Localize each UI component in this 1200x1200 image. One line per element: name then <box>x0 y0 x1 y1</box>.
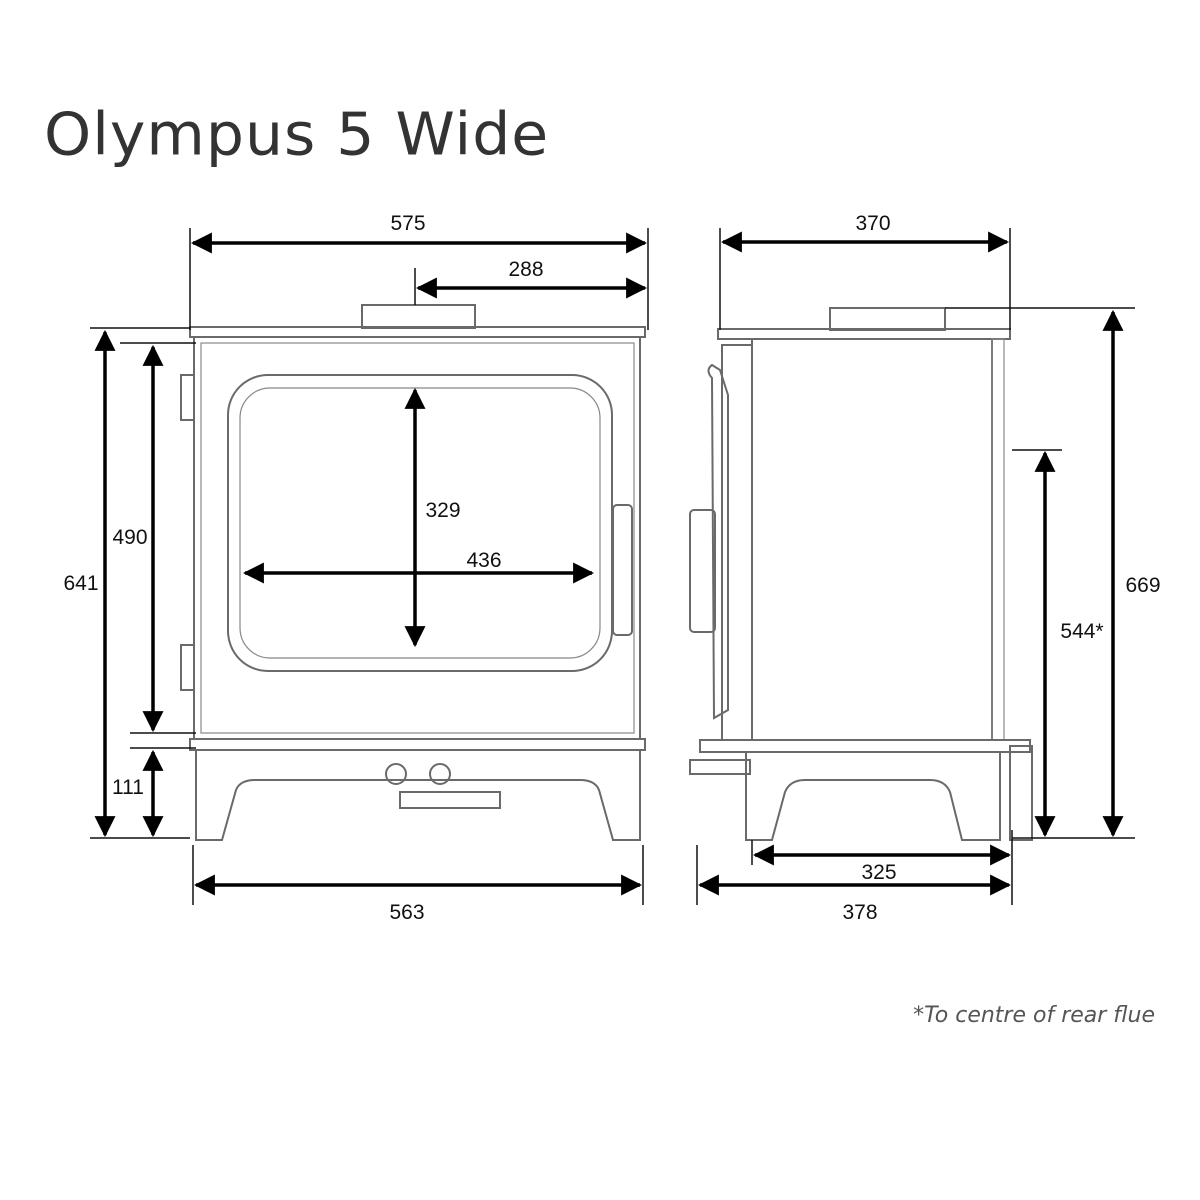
side-hinge-handle <box>707 363 729 720</box>
side-door <box>721 344 753 741</box>
label-base-width: 563 <box>389 901 424 924</box>
extension-lines <box>90 228 1135 905</box>
side-view-stove <box>689 307 1033 841</box>
hinge-bottom <box>180 644 195 691</box>
label-overall-height: 641 <box>63 572 98 595</box>
label-rear-flue-height: 544* <box>1060 620 1103 643</box>
door-handle <box>612 504 633 636</box>
air-control-knob-left <box>385 763 407 785</box>
base-plate <box>189 738 646 751</box>
footnote: *To centre of rear flue <box>913 1003 1155 1028</box>
side-legs <box>745 751 1001 841</box>
label-overall-depth: 370 <box>855 212 890 235</box>
side-base-plate <box>699 739 1031 753</box>
dimension-arrows <box>94 231 1124 896</box>
door-panel <box>200 342 635 734</box>
label-side-height: 669 <box>1125 574 1160 597</box>
side-flue-collar <box>829 307 946 331</box>
label-glass-width: 436 <box>466 549 501 572</box>
label-overall-width: 575 <box>390 212 425 235</box>
side-body <box>751 338 993 741</box>
diagram-title: Olympus 5 Wide <box>44 100 550 170</box>
glass <box>239 387 601 659</box>
label-leg-depth: 325 <box>861 861 896 884</box>
window-frame <box>227 374 613 672</box>
legs <box>195 749 641 841</box>
side-door-handle <box>689 509 716 633</box>
side-rear-panel <box>991 338 1005 741</box>
label-glass-height: 329 <box>425 499 460 522</box>
label-flue-offset: 288 <box>508 258 543 281</box>
front-view-stove <box>180 304 646 841</box>
rear-flue-box <box>1009 745 1033 841</box>
flue-collar <box>361 304 476 329</box>
label-base-depth: 378 <box>842 901 877 924</box>
label-door-height: 490 <box>112 526 147 549</box>
stove-body <box>193 336 641 740</box>
label-leg-height: 111 <box>112 776 144 799</box>
hinge-top <box>180 374 195 421</box>
air-control-knob-right <box>429 763 451 785</box>
ashpan-handle <box>399 791 501 809</box>
side-air-control <box>689 759 751 775</box>
